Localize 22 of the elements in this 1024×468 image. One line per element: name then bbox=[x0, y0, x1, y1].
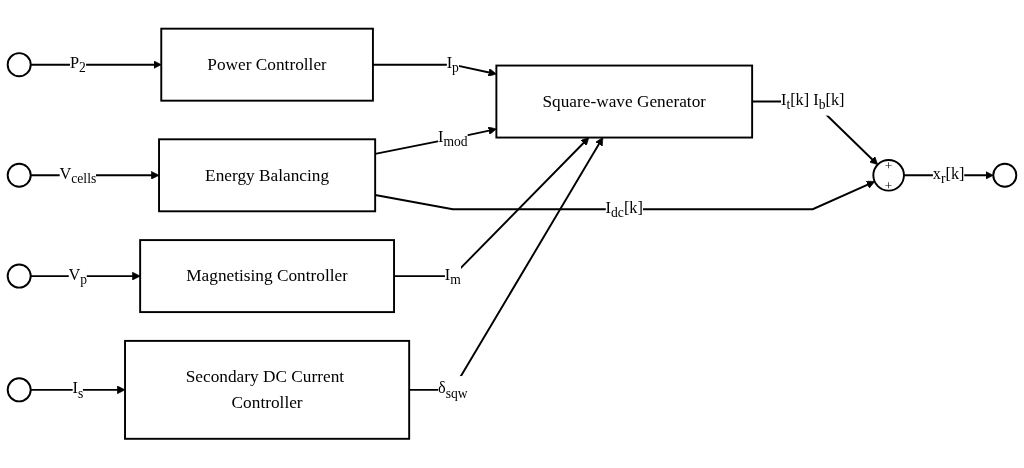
edge-label: I$_{p}$ bbox=[446, 54, 459, 76]
edge-label: V$_{p}$ bbox=[68, 265, 88, 287]
edge-label: I$_{s}$ bbox=[72, 379, 84, 401]
node-circle bbox=[6, 52, 32, 78]
node-circle bbox=[6, 163, 32, 188]
node-box: Square-wave Generator bbox=[495, 64, 754, 139]
node-circle bbox=[6, 263, 32, 289]
node-circle: + + bbox=[872, 159, 905, 192]
edge-label: I$_{mod}$ bbox=[437, 127, 468, 150]
edge-label: δ$_{sqw}$ bbox=[437, 379, 468, 401]
node-box: Secondary DC Current Controller bbox=[124, 340, 411, 440]
node-box: Magnetising Controller bbox=[139, 239, 395, 314]
edge-label: I$_{m}$ bbox=[444, 265, 461, 287]
edge-label: x$_{r}$[k] bbox=[932, 164, 965, 187]
node-circle bbox=[992, 163, 1018, 188]
node-circle bbox=[6, 377, 32, 403]
edge-label: I$_{dc}$[k] bbox=[605, 198, 643, 221]
node-box: Energy Balancing bbox=[158, 138, 377, 213]
node-box: Power Controller bbox=[160, 27, 374, 102]
edge-label: I$_{t}$[k] I$_{b}$[k] bbox=[780, 90, 845, 113]
edge-label: V$_{cells}$ bbox=[59, 164, 97, 187]
edge-label: P$_{2}$ bbox=[69, 54, 86, 76]
